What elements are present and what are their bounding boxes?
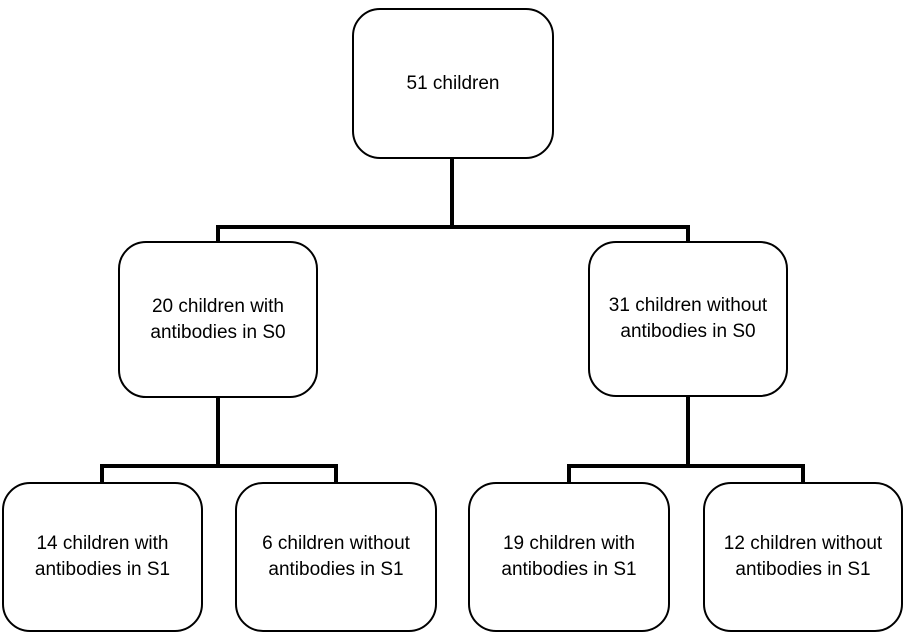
connector-s0-positive-to-level3 xyxy=(216,396,220,468)
connector-stub-s1-pos-neg xyxy=(334,464,338,484)
node-label: 19 children with antibodies in S1 xyxy=(501,533,637,580)
connector-stub-s0-negative xyxy=(686,225,690,243)
node-s0neg-with-antibodies-s1: 19 children with antibodies in S1 xyxy=(468,482,670,632)
connector-root-to-level2 xyxy=(450,158,454,229)
connector-stub-s0-positive xyxy=(216,225,220,243)
node-label: 31 children without antibodies in S0 xyxy=(608,295,768,342)
node-s0pos-with-antibodies-s1: 14 children with antibodies in S1 xyxy=(2,482,203,632)
connector-level3-left-horizontal xyxy=(100,464,338,468)
node-label: 20 children with antibodies in S0 xyxy=(150,295,286,343)
connector-stub-s1-neg-pos xyxy=(567,464,571,484)
node-label: 6 children without antibodies in S1 xyxy=(262,533,410,580)
node-s0neg-without-antibodies-s1: 12 children without antibodies in S1 xyxy=(703,482,903,632)
node-label: 12 children without antibodies in S1 xyxy=(723,533,883,580)
connector-stub-s1-pos-pos xyxy=(100,464,104,484)
connector-level2-horizontal xyxy=(216,225,690,229)
connector-s0-negative-to-level3 xyxy=(686,395,690,468)
connector-level3-right-horizontal xyxy=(567,464,805,468)
node-with-antibodies-s0: 20 children with antibodies in S0 xyxy=(118,241,318,398)
node-label: 51 children xyxy=(406,72,500,94)
connector-stub-s1-neg-neg xyxy=(801,464,805,484)
node-label: 14 children with antibodies in S1 xyxy=(34,533,171,580)
node-without-antibodies-s0: 31 children without antibodies in S0 xyxy=(588,241,788,397)
node-total-children: 51 children xyxy=(352,8,554,159)
node-s0pos-without-antibodies-s1: 6 children without antibodies in S1 xyxy=(235,482,437,632)
